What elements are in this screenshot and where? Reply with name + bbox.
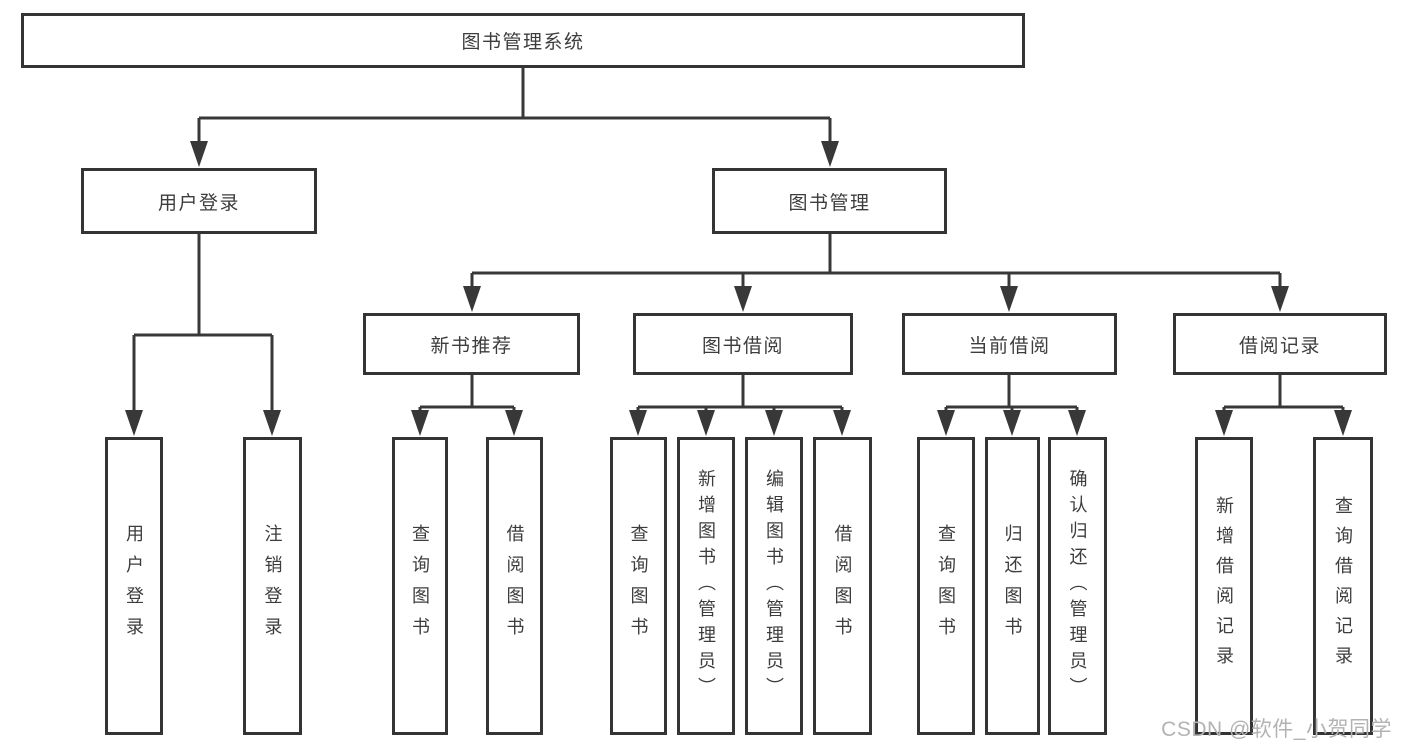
arrow-icon bbox=[505, 410, 523, 436]
arrow-icon bbox=[821, 141, 839, 167]
leaf-label: 归还图书 bbox=[1002, 524, 1023, 648]
leaf-query-books-1: 查询图书 bbox=[392, 437, 448, 735]
arrow-icon bbox=[190, 141, 208, 167]
leaf-label: 用户登录 bbox=[124, 524, 144, 648]
leaf-label: 查询图书 bbox=[410, 524, 430, 648]
arrow-icon bbox=[833, 410, 851, 436]
leaf-label: 借阅图书 bbox=[504, 524, 525, 648]
arrow-icon bbox=[765, 410, 783, 436]
node-book-borrow: 图书借阅 bbox=[633, 313, 853, 375]
leaf-return-books: 归还图书 bbox=[985, 437, 1040, 735]
leaf-logout: 注销登录 bbox=[243, 437, 302, 735]
arrow-icon bbox=[734, 286, 752, 312]
leaf-label: 查询借阅记录 bbox=[1333, 496, 1353, 676]
leaf-label: 新增借阅记录 bbox=[1214, 496, 1234, 676]
arrowheads bbox=[125, 141, 1352, 436]
arrow-icon bbox=[629, 410, 647, 436]
arrow-icon bbox=[697, 410, 715, 436]
arrow-icon bbox=[1334, 410, 1352, 436]
connector-root bbox=[197, 68, 832, 146]
node-borrow-records: 借阅记录 bbox=[1173, 313, 1387, 375]
node-user-login: 用户登录 bbox=[81, 168, 317, 234]
arrow-icon bbox=[1000, 286, 1018, 312]
leaf-label: 新增图书（管理员） bbox=[696, 469, 716, 703]
leaf-edit-books-admin: 编辑图书（管理员） bbox=[745, 437, 803, 735]
arrow-icon bbox=[1215, 410, 1233, 436]
leaf-borrow-books-2: 借阅图书 bbox=[813, 437, 872, 735]
arrow-icon bbox=[263, 410, 281, 436]
arrow-icon bbox=[125, 410, 143, 436]
leaf-label: 编辑图书（管理员） bbox=[764, 469, 784, 703]
connector-current-borrow bbox=[944, 375, 1079, 415]
connector-book-mgmt bbox=[470, 234, 1282, 291]
node-book-management: 图书管理 bbox=[712, 168, 947, 234]
leaf-label: 注销登录 bbox=[262, 524, 283, 648]
leaf-query-books-3: 查询图书 bbox=[917, 437, 975, 735]
leaf-add-borrow-record: 新增借阅记录 bbox=[1195, 437, 1253, 735]
arrow-icon bbox=[1271, 286, 1289, 312]
arrow-icon bbox=[937, 410, 955, 436]
leaf-borrow-books-1: 借阅图书 bbox=[486, 437, 543, 735]
connector-book-borrow bbox=[636, 375, 844, 415]
connector-new-books bbox=[418, 375, 516, 415]
leaf-query-books-2: 查询图书 bbox=[610, 437, 667, 735]
leaf-query-borrow-record: 查询借阅记录 bbox=[1313, 437, 1373, 735]
node-new-book-recommend: 新书推荐 bbox=[363, 313, 580, 375]
leaf-add-books-admin: 新增图书（管理员） bbox=[677, 437, 735, 735]
leaf-label: 借阅图书 bbox=[832, 524, 853, 648]
leaf-label: 确认归还（管理员） bbox=[1067, 469, 1088, 703]
node-root-system: 图书管理系统 bbox=[21, 13, 1025, 68]
leaf-confirm-return-admin: 确认归还（管理员） bbox=[1048, 437, 1107, 735]
connector-borrow-records bbox=[1222, 375, 1345, 415]
leaf-label: 查询图书 bbox=[936, 524, 956, 648]
arrow-icon bbox=[1003, 410, 1021, 436]
node-current-borrow: 当前借阅 bbox=[902, 313, 1117, 375]
leaf-user-login: 用户登录 bbox=[105, 437, 163, 735]
csdn-watermark: CSDN @软件_小贺同学 bbox=[1161, 718, 1392, 741]
leaf-label: 查询图书 bbox=[628, 524, 649, 648]
arrow-icon bbox=[463, 286, 481, 312]
arrow-icon bbox=[411, 410, 429, 436]
arrow-icon bbox=[1068, 410, 1086, 436]
connector-user-login bbox=[132, 234, 274, 414]
